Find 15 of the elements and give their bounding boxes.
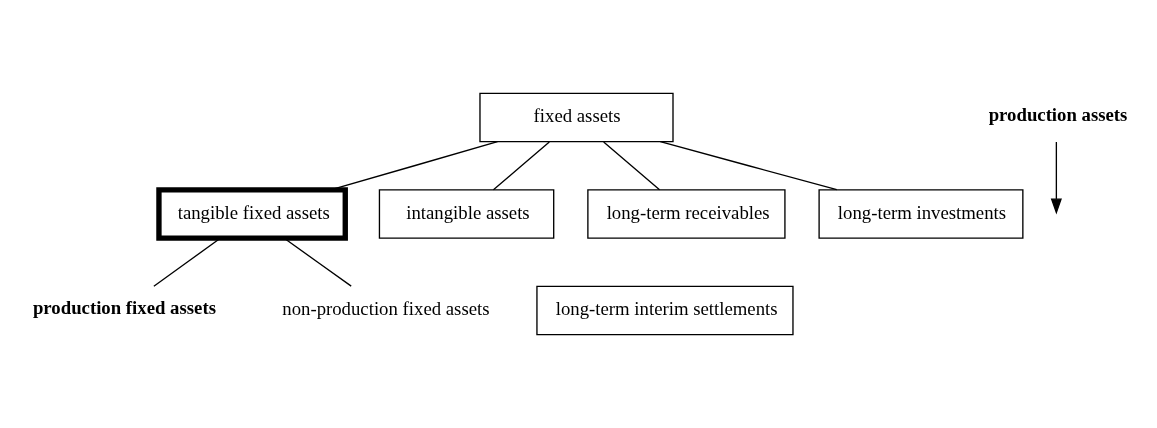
connector	[153, 237, 221, 287]
node-box: fixed assets	[479, 92, 674, 143]
node-box: long-term receivables	[587, 189, 786, 239]
connector	[492, 141, 550, 191]
node-text: production assets	[988, 104, 1128, 126]
node-box: long-term investments	[818, 189, 1024, 239]
connector	[283, 237, 352, 287]
node-box: tangible fixed assets	[156, 187, 348, 241]
node-text: production fixed assets	[32, 297, 216, 319]
arrow	[1050, 141, 1062, 215]
node-box: intangible assets	[378, 189, 555, 239]
node-box: long-term interim settlements	[536, 285, 794, 336]
connector	[603, 141, 661, 191]
node-text: non-production fixed assets	[282, 298, 490, 320]
connector	[659, 141, 838, 191]
